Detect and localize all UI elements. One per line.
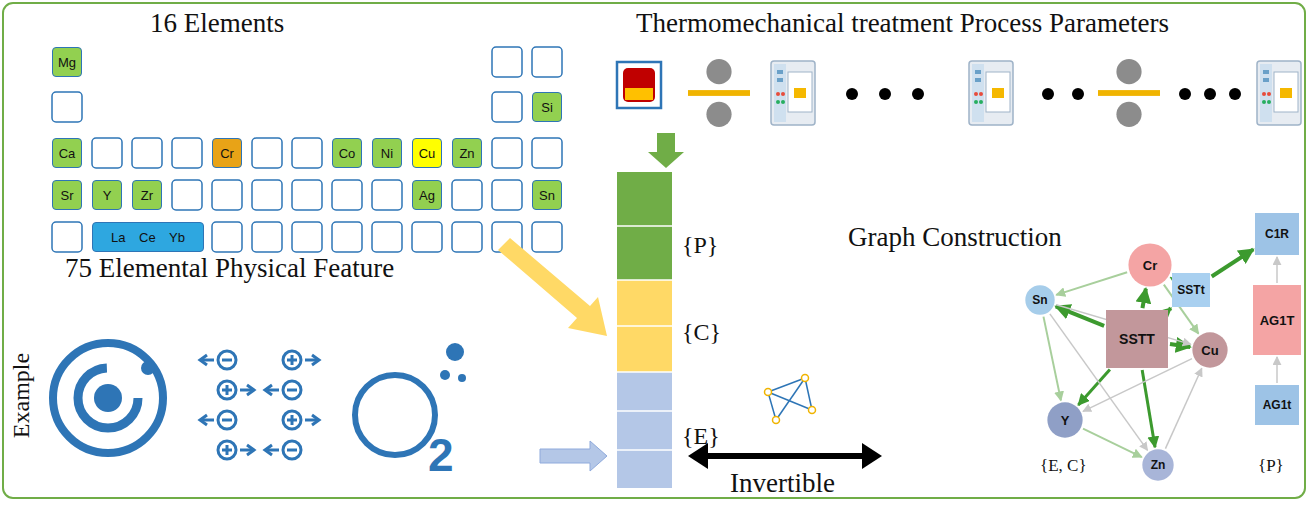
graph-node-label: Sn [1032,293,1047,307]
graph-edge [1043,317,1060,401]
element-cell: Zn [452,138,482,168]
graph-edge [1276,357,1278,383]
graph-square-node: SSTT [1106,310,1168,368]
text-label: Graph Construction [848,222,1062,253]
graph-node-label: Cr [1143,258,1157,273]
element-symbol: Ca [59,146,76,161]
text-label: {E, C} [1040,456,1087,476]
element-symbol: Co [339,146,356,161]
element-symbol: Y [103,188,112,203]
text-label: Thermomechanical treatment Process Param… [636,8,1169,39]
element-symbol: Zn [459,146,474,161]
graph-edge [1170,344,1190,347]
circle-fill [1142,449,1173,480]
element-cell: Si [532,92,562,122]
element-cell: Ni [372,138,402,168]
graph-edge [1276,257,1278,283]
element-symbol: Cr [220,146,234,161]
graph-circle-node: Cu [1192,332,1228,368]
element-symbol: Sn [539,188,555,203]
graph-node-label: SSTt [1177,283,1204,297]
element-cell: Cu [412,138,442,168]
element-cell: Sr [52,180,82,210]
element-symbol: Si [541,100,553,115]
circle-fill [1025,285,1054,314]
graph-edge [1056,272,1127,295]
element-cell: Co [332,138,362,168]
graph-circle-node: Zn [1142,449,1174,481]
element-symbol: La Ce Yb [111,230,185,245]
graph-square-node: C1R [1255,213,1299,255]
element-cell: Mg [52,47,82,77]
graph-circle-node: Sn [1025,285,1055,315]
text-label: 16 Elements [150,8,284,39]
element-cell: La Ce Yb [92,222,204,252]
element-symbol: Zr [141,188,153,203]
element-symbol: Sr [61,188,74,203]
graph-node-label: Cu [1201,343,1218,358]
text-label: {P} [1258,456,1284,476]
graph-circle-node: Cr [1128,243,1172,287]
element-symbol: Ni [381,146,393,161]
element-symbol: Cu [419,146,436,161]
graph-circle-node: Y [1047,402,1083,438]
text-label: 75 Elemental Physical Feature [65,253,394,284]
element-cell: Sn [532,180,562,210]
element-cell: Ag [412,180,442,210]
text-label: {C} [682,319,721,346]
graph-edge [1083,429,1142,457]
graph-square-node: AG1t [1255,385,1299,425]
graph-node-label: AG1t [1263,398,1292,412]
element-cell: Cr [212,138,242,168]
element-symbol: Ag [419,188,435,203]
graph-edge [1212,249,1254,276]
graph-edge [1165,368,1201,448]
graph-node-label: AG1T [1260,313,1295,328]
element-cell: Zr [132,180,162,210]
graph-edge [1142,289,1145,308]
text-label: Invertible [730,468,835,499]
graph-square-node: SSTt [1172,273,1210,307]
graph-edge [1169,308,1170,309]
graph-node-label: C1R [1265,227,1289,241]
text-label: {E} [682,423,720,450]
graph-square-node: AG1T [1253,285,1301,355]
circle-fill [1192,332,1227,367]
element-cell: Y [92,180,122,210]
element-cell: Ca [52,138,82,168]
element-symbol: Mg [58,55,76,70]
graph-node-label: SSTT [1119,331,1155,347]
text-label: Example [9,352,36,437]
graph-node-label: Y [1061,413,1070,428]
subscript-digit: 2 [428,428,454,482]
text-label: {P} [682,232,718,259]
circle-fill [1128,243,1171,286]
graph-node-label: Zn [1151,458,1166,472]
circle-fill [1047,402,1082,437]
